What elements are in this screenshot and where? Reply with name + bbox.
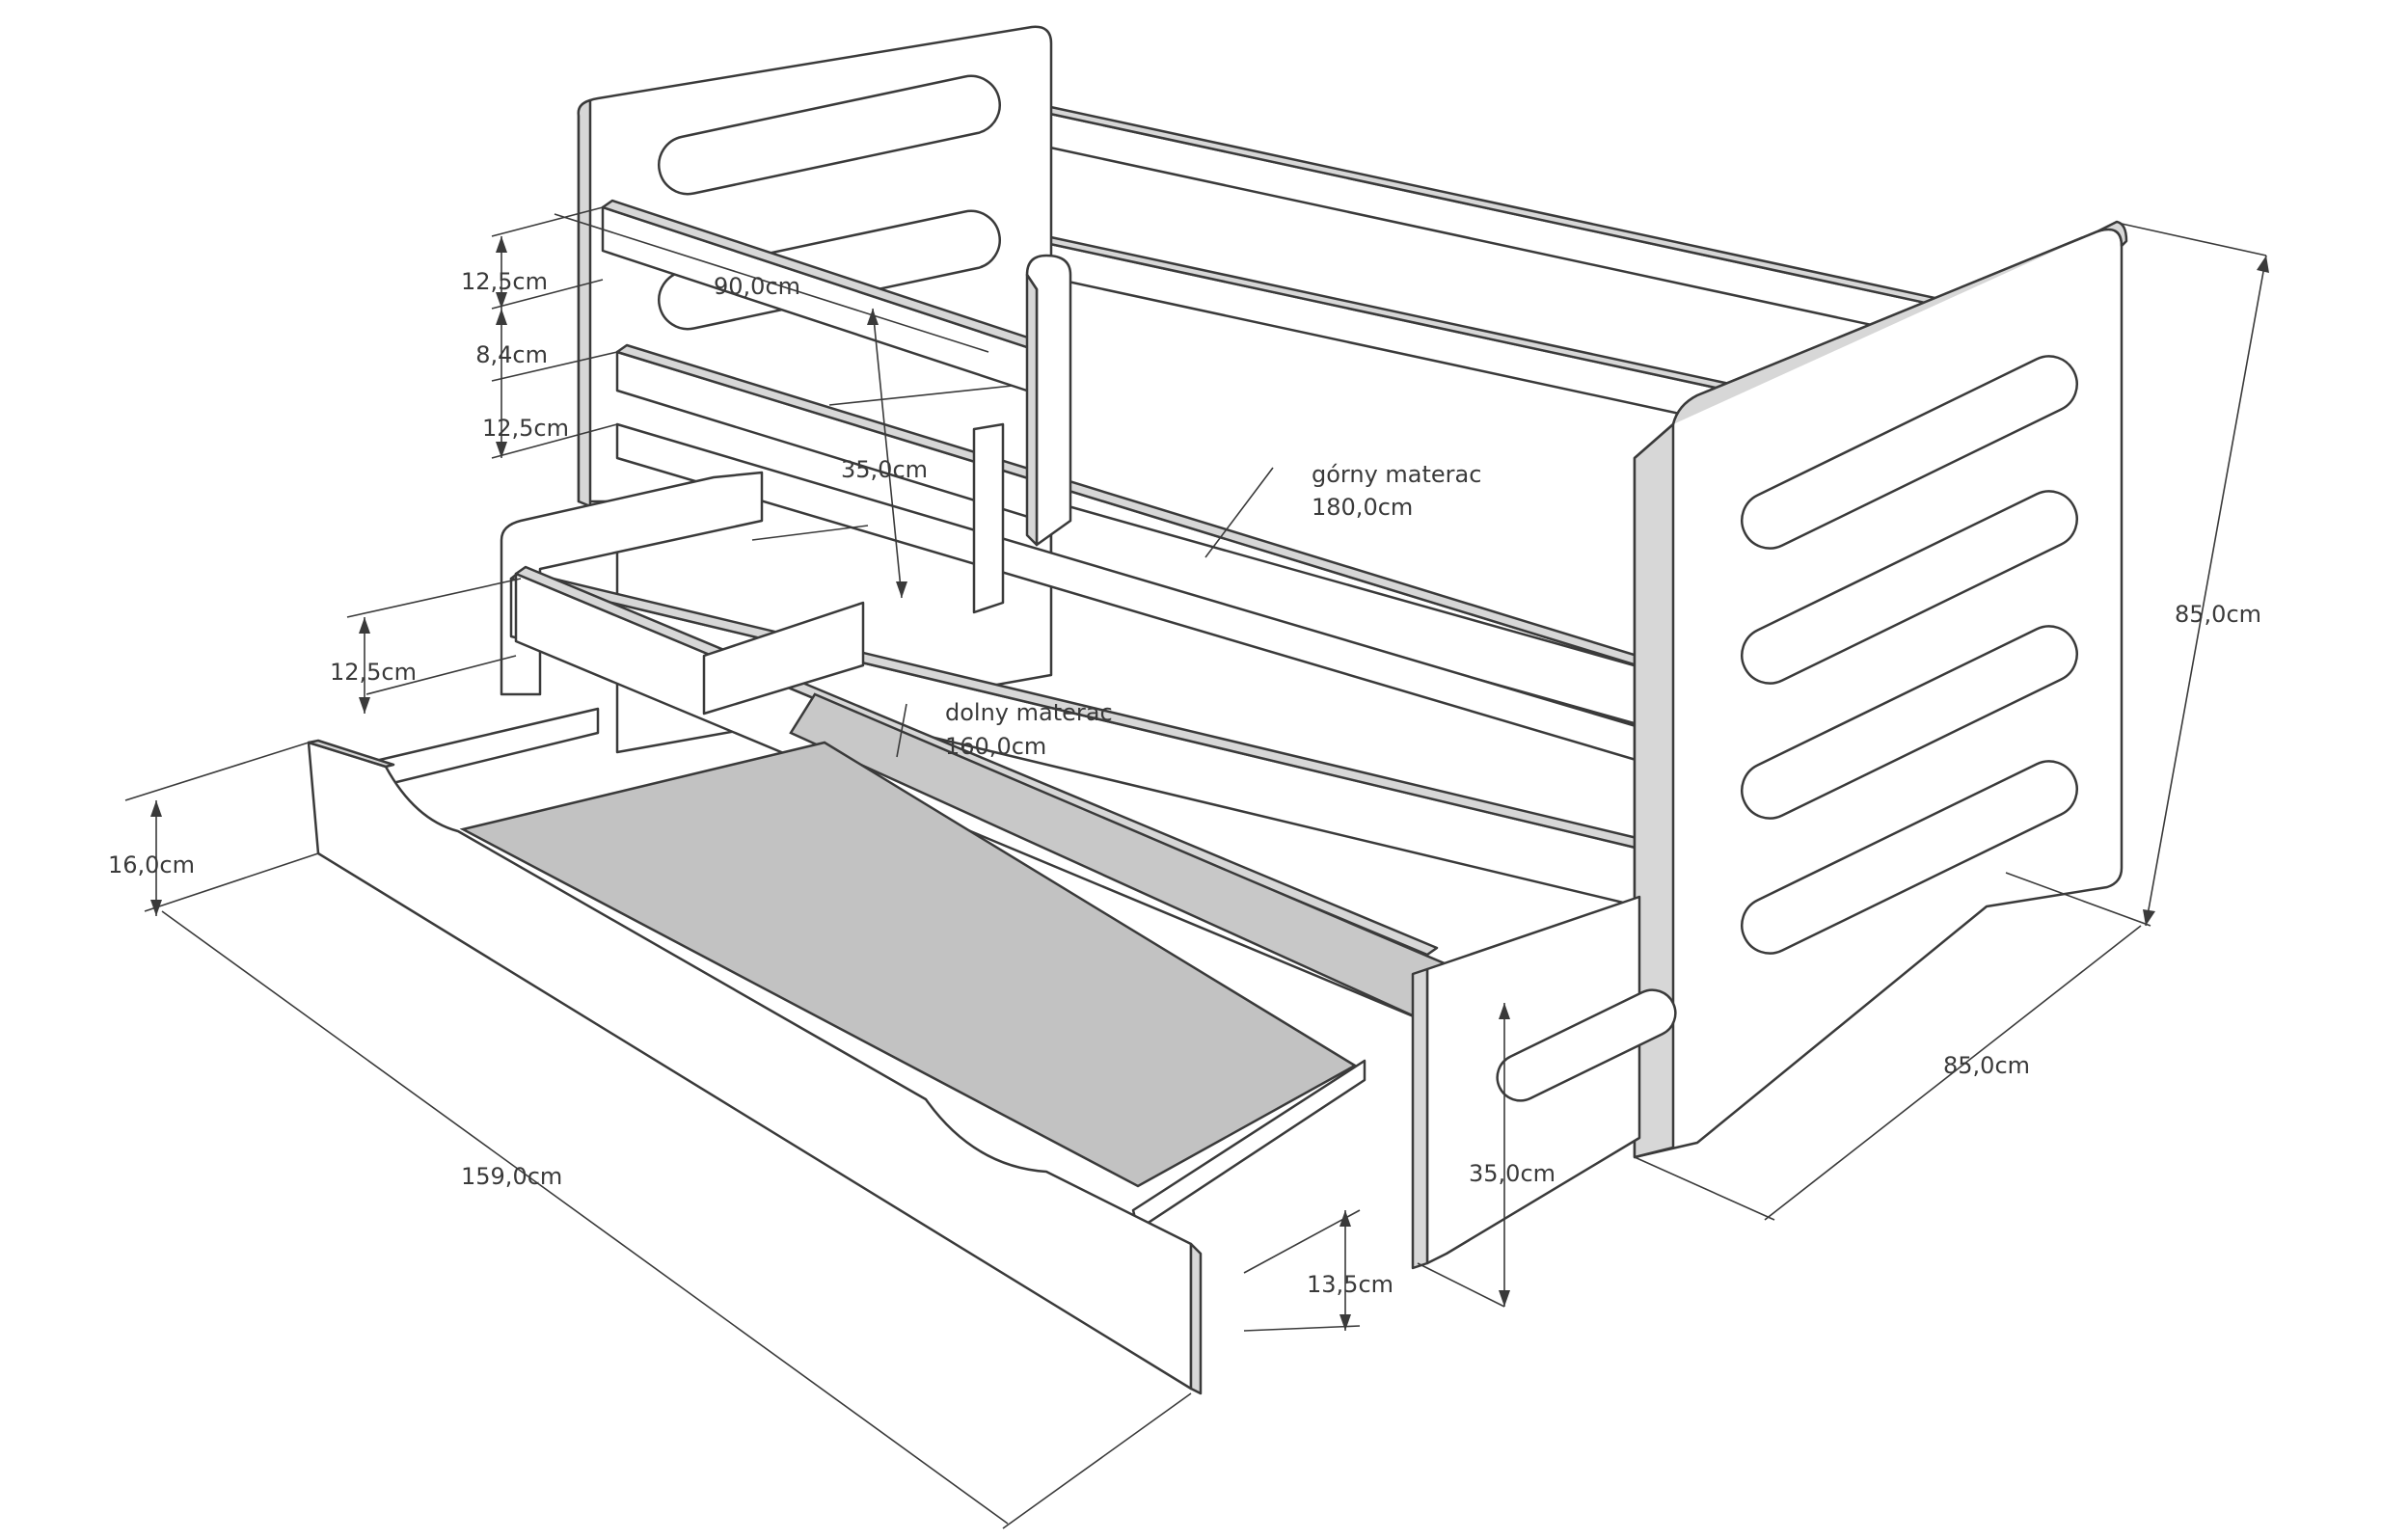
label-drawer-height: 16,0cm [108, 851, 195, 878]
upper-left-headboard [577, 25, 1053, 754]
center-post [1025, 254, 1072, 547]
lower-right-panel [1411, 895, 1677, 1270]
dimension-arrows [150, 236, 2269, 1331]
label-width-top: 90,0cm [714, 273, 800, 300]
dimension-labels: 12,5cm 8,4cm 12,5cm 90,0cm 35,0cm górny … [108, 268, 2261, 1298]
label-rail-bottom: 12,5cm [482, 415, 569, 442]
label-total-height: 85,0cm [2175, 601, 2261, 628]
drawer-front [307, 741, 1193, 1391]
footboard-slot-2 [1741, 490, 2078, 685]
drawer [307, 707, 1366, 1395]
dimension-lines [124, 206, 2267, 1529]
label-rail-gap: 8,4cm [475, 341, 548, 368]
label-depth: 85,0cm [1943, 1052, 2030, 1079]
footboard-slot-3 [1741, 625, 2078, 820]
upper-right-footboard [1633, 220, 2128, 1159]
lower-bed-frame [500, 471, 1651, 1024]
headboard-slot-top [658, 74, 1001, 196]
label-side-height: 35,0cm [1469, 1160, 1556, 1187]
label-drawer-length: 159,0cm [461, 1163, 562, 1190]
label-lower-mattress-length: 160,0cm [945, 733, 1046, 760]
label-lower-rail: 12,5cm [330, 659, 417, 686]
footboard-slot-4 [1741, 760, 2078, 955]
lower-panel-slot [1496, 988, 1677, 1102]
upper-slats [751, 385, 1014, 614]
label-drawer-gap: 13,5cm [1307, 1271, 1393, 1298]
label-gap-height: 35,0cm [841, 456, 928, 483]
upper-front-rails [601, 199, 1680, 769]
footboard-slot-1 [1741, 355, 2078, 550]
label-rail-top: 12,5cm [461, 268, 548, 295]
label-upper-mattress: górny materac [1312, 461, 1481, 488]
label-upper-mattress-length: 180,0cm [1312, 494, 1413, 521]
label-lower-mattress: dolny materac [945, 699, 1113, 726]
